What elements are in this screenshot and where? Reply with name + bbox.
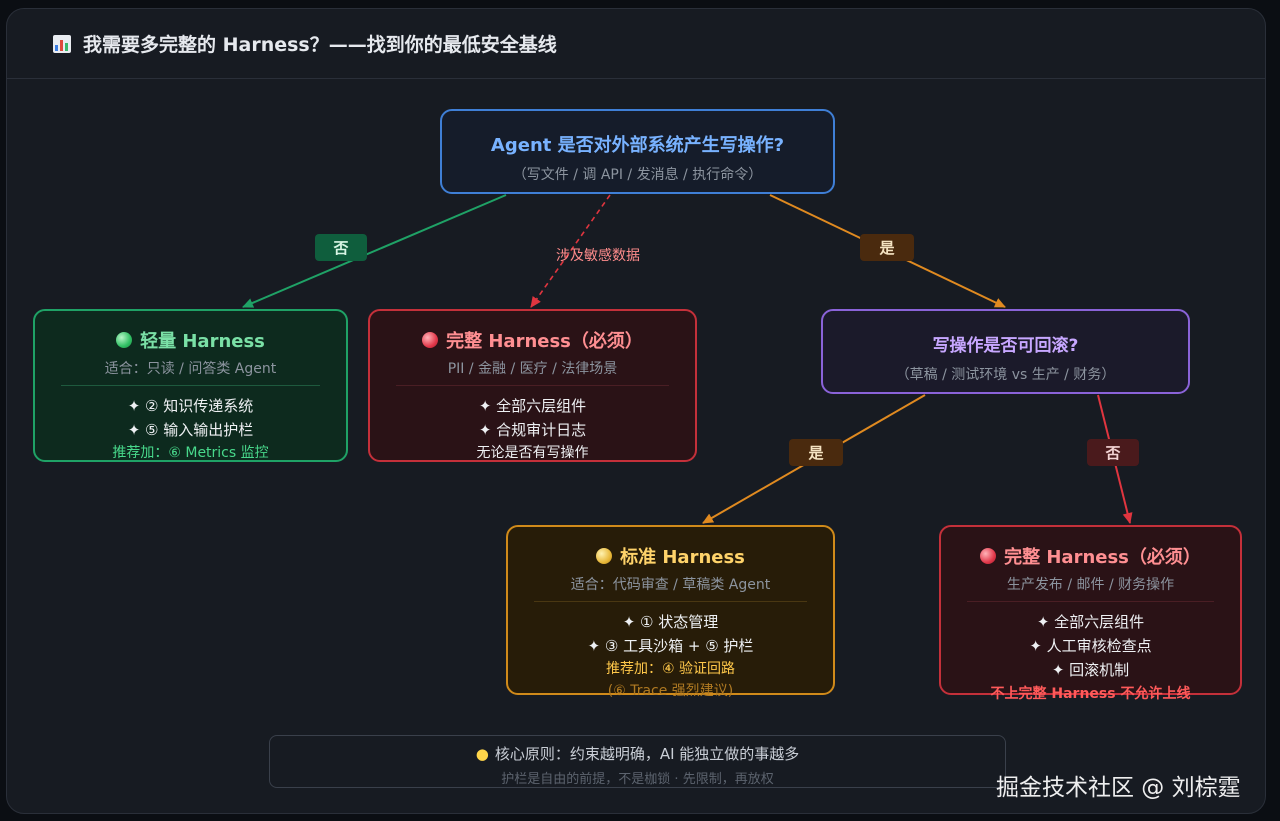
light-harness-card: 轻量 Harness 适合：只读 / 问答类 Agent ✦ ② 知识传递系统 … [33,309,348,462]
red-dot-icon [422,332,439,348]
full-sensitive-title: 完整 Harness（必须） [446,331,643,352]
divider [396,385,669,386]
full-prod-warning: 不上完整 Harness 不允许上线 [990,686,1191,702]
light-card-item: ✦ ⑤ 输入输出护栏 [127,421,254,439]
bar-chart-icon [53,34,71,53]
full-prod-item: ✦ 人工审核检查点 [1029,637,1152,655]
edge-label-yes-rollback: 是 [789,439,843,466]
full-prod-subtitle: 生产发布 / 邮件 / 财务操作 [1006,577,1175,593]
lightbulb-icon: ● [475,745,489,763]
core-principle-box: ● 核心原则：约束越明确，AI 能独立做的事越多 护栏是自由的前提，不是枷锁 · … [269,735,1006,788]
red-dot-icon [980,548,997,564]
page-title: 我需要多完整的 Harness？——找到你的最低安全基线 [83,34,557,56]
full-sensitive-note: 无论是否有写操作 [476,445,589,461]
watermark: 掘金技术社区 @ 刘棕霆 [996,775,1241,801]
standard-card-suggest: (⑥ Trace 强烈建议) [607,683,734,699]
light-card-title: 轻量 Harness [140,331,265,352]
edge-no-to-light [242,194,507,308]
full-prod-item: ✦ 全部六层组件 [1036,613,1145,631]
divider [534,601,807,602]
standard-card-recommend: 推荐加：④ 验证回路 [605,661,735,677]
full-sensitive-subtitle: PII / 金融 / 医疗 / 法律场景 [447,361,618,377]
root-question-node: Agent 是否对外部系统产生写操作? （写文件 / 调 API / 发消息 /… [440,109,835,194]
principle-sub: 护栏是自由的前提，不是枷锁 · 先限制，再放权 [501,772,774,787]
root-question-title: Agent 是否对外部系统产生写操作? [490,135,785,156]
divider [967,601,1214,602]
divider [61,385,320,386]
standard-harness-card: 标准 Harness 适合：代码审查 / 草稿类 Agent ✦ ① 状态管理 … [506,525,835,699]
standard-card-title: 标准 Harness [620,547,745,568]
edge-sensitive-to-full [530,194,611,308]
edge-label-yes: 是 [860,234,914,261]
light-card-recommend: 推荐加：⑥ Metrics 监控 [112,445,269,461]
light-card-subtitle: 适合：只读 / 问答类 Agent [104,361,277,377]
principle-main: 核心原则：约束越明确，AI 能独立做的事越多 [494,745,800,763]
full-prod-title: 完整 Harness（必须） [1004,547,1201,568]
full-prod-item: ✦ 回滚机制 [1051,661,1130,679]
standard-card-item: ✦ ③ 工具沙箱 + ⑤ 护栏 [587,637,754,655]
standard-card-item: ✦ ① 状态管理 [622,613,719,631]
edge-label-sensitive-data: 涉及敏感数据 [556,248,640,264]
full-harness-sensitive-card: 完整 Harness（必须） PII / 金融 / 医疗 / 法律场景 ✦ 全部… [368,309,697,462]
root-question-subtitle: （写文件 / 调 API / 发消息 / 执行命令） [512,167,763,183]
yellow-dot-icon [596,548,613,564]
rollback-question-node: 写操作是否可回滚? （草稿 / 测试环境 vs 生产 / 财务） [821,309,1190,394]
standard-card-subtitle: 适合：代码审查 / 草稿类 Agent [570,577,771,593]
full-sensitive-item: ✦ 全部六层组件 [478,397,587,415]
edge-label-no-rollback: 否 [1087,439,1139,466]
header-bar: 我需要多完整的 Harness？——找到你的最低安全基线 [7,9,1265,79]
full-sensitive-item: ✦ 合规审计日志 [478,421,587,439]
light-card-item: ✦ ② 知识传递系统 [127,397,254,415]
edge-label-no: 否 [315,234,367,261]
green-dot-icon [116,332,133,348]
rollback-question-subtitle: （草稿 / 测试环境 vs 生产 / 财务） [895,367,1116,383]
full-harness-prod-card: 完整 Harness（必须） 生产发布 / 邮件 / 财务操作 ✦ 全部六层组件… [939,525,1242,702]
rollback-question-title: 写操作是否可回滚? [932,336,1079,356]
